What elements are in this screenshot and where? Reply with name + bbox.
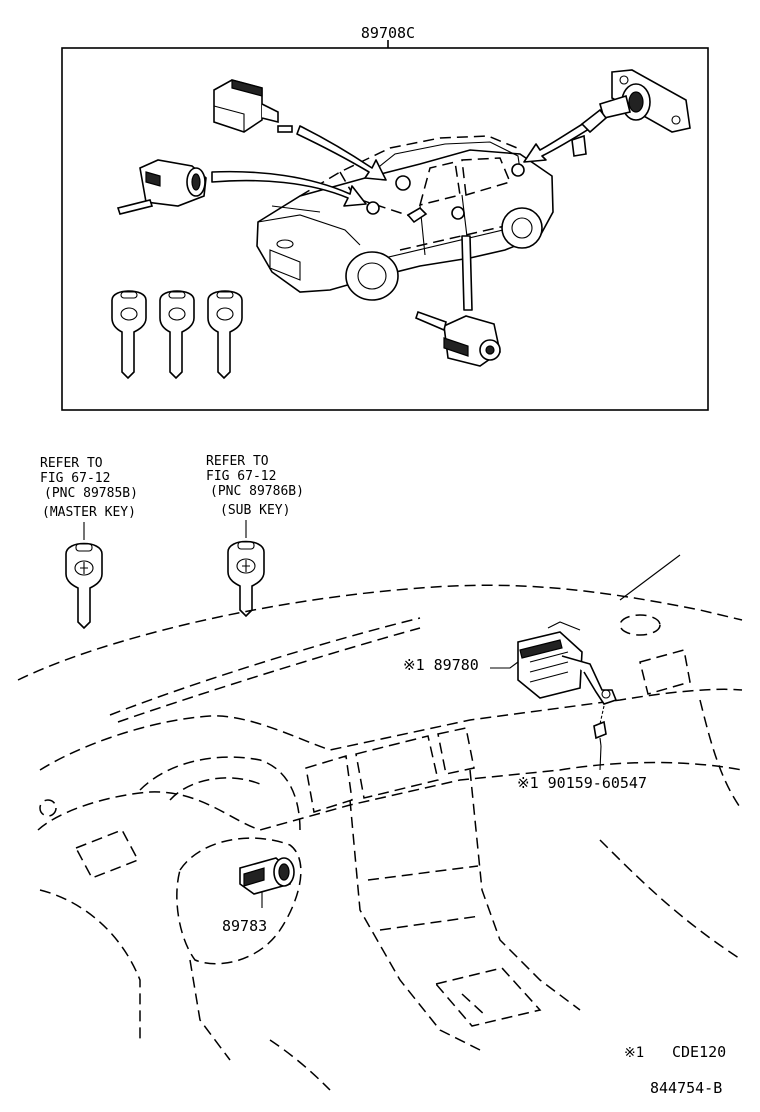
transponder-amplifier-part [239, 857, 295, 908]
location-arrows [211, 115, 601, 311]
screw-callout: ※1 90159-60547 [517, 774, 647, 792]
kit-box [61, 40, 709, 411]
master-key-icon [65, 522, 103, 630]
dashboard-illustration [17, 554, 743, 1091]
door-lock-cylinder [116, 159, 207, 215]
sub-key-icon [227, 520, 265, 618]
ref-line: (MASTER KEY) [42, 505, 136, 520]
key-icon [111, 290, 147, 380]
kit-part-number: 89708C [361, 24, 415, 42]
car-illustration [256, 135, 554, 301]
screw-part [593, 705, 607, 771]
ref-line: (SUB KEY) [220, 503, 290, 518]
ref-line: FIG 67-12 [206, 469, 276, 484]
ref-line: FIG 67-12 [40, 471, 110, 486]
ref-line: REFER TO [206, 454, 269, 469]
model-code: CDE120 [672, 1043, 726, 1061]
master-key-reference: REFER TO FIG 67-12 (PNC 89785B) (MASTER … [40, 456, 138, 520]
ecu-leader-line [490, 661, 519, 669]
ref-line: REFER TO [40, 456, 103, 471]
amplifier-callout: 89783 [222, 917, 267, 935]
ref-line: (PNC 89785B) [44, 486, 138, 501]
kit-keys [111, 290, 243, 380]
key-icon [207, 290, 243, 380]
glove-box-lock [415, 310, 501, 367]
ref-line: (PNC 89786B) [210, 484, 304, 499]
footnote-mark: ※1 [624, 1045, 644, 1061]
illustration-code: 844754-B [650, 1079, 722, 1097]
sub-key-reference: REFER TO FIG 67-12 (PNC 89786B) (SUB KEY… [206, 454, 304, 518]
steering-lock-part [213, 79, 293, 133]
ecu-89780-part [517, 621, 618, 705]
key-icon [159, 290, 195, 380]
ecu-callout: ※1 89780 [403, 656, 479, 674]
trunk-lock-cylinder [571, 69, 691, 157]
